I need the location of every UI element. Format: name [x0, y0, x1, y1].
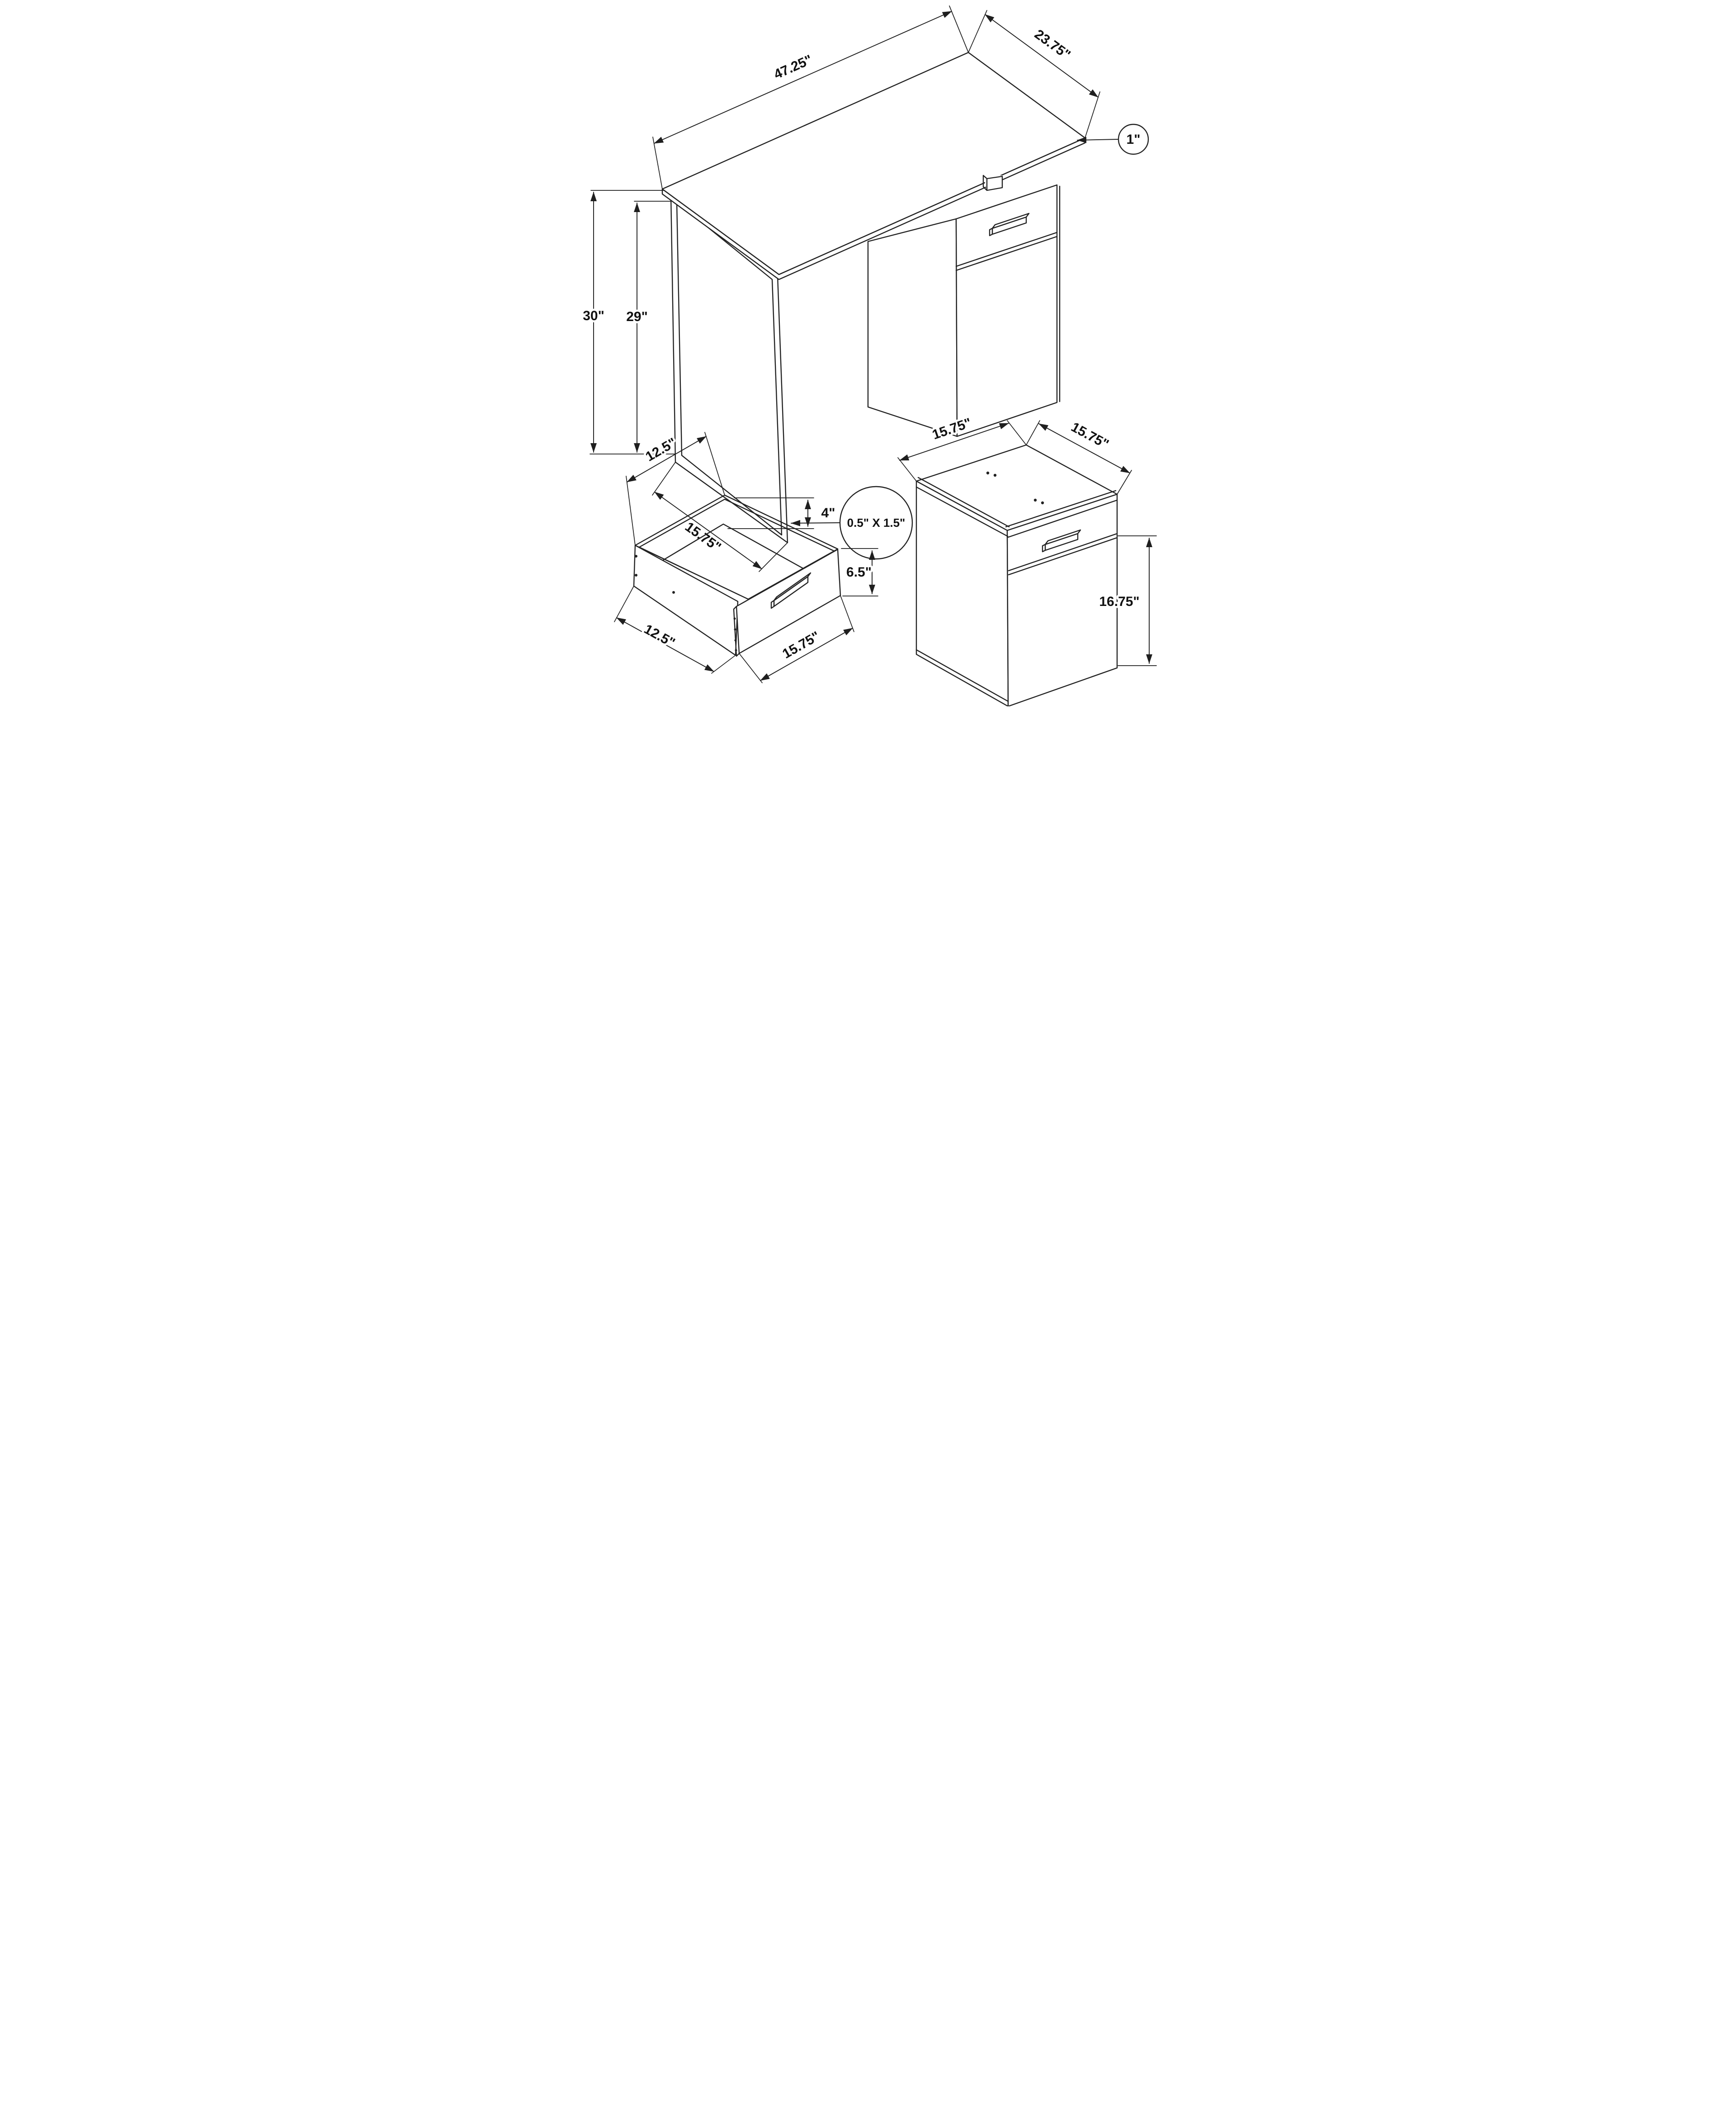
dim-label-drawer-bottom-width: 12.5"	[642, 622, 678, 651]
drawer-front-panel-edge	[733, 605, 740, 657]
cabinet-front-face-lines	[1007, 499, 1118, 576]
dim-label-drawer-front-height: 6.5"	[846, 565, 872, 580]
drawer-front-panel	[736, 549, 841, 654]
dim-label-drawer-inner-width: 12.5"	[643, 435, 679, 464]
dim-label-leg-height: 29"	[626, 309, 648, 324]
pedestal-mounting-notch	[982, 175, 1003, 191]
dim-drawer-side-height: 4"	[727, 497, 837, 529]
dim-label-top-thickness: 1"	[1127, 132, 1141, 147]
pedestal-drawer-divider	[955, 232, 1058, 271]
drawer-handle	[770, 572, 811, 609]
pedestal-front-face	[955, 184, 1058, 437]
callout-top-thickness-badge	[1118, 123, 1149, 155]
dim-label-overall-height: 30"	[583, 308, 604, 323]
desk-pedestal	[867, 184, 1061, 437]
dim-drawer-front-height: 6.5"	[841, 548, 878, 596]
dim-label-desk-top-width: 47.25"	[772, 52, 815, 82]
furniture-dimension-diagram: 47.25" 23.75" 1" 30" 29"	[579, 0, 1157, 706]
dim-drawer-inner-width: 12.5"	[626, 432, 725, 546]
callout-leg-tube-badge	[839, 486, 913, 560]
cabinet-drawer-handle	[1042, 529, 1081, 553]
drawer-floor-edges	[644, 523, 815, 575]
diagram-page: 47.25" 23.75" 1" 30" 29"	[579, 0, 1157, 706]
dim-cabinet-door-height: 16.75"	[1097, 535, 1157, 666]
pedestal-drawer-handle	[989, 213, 1030, 236]
dim-label-desk-top-depth: 23.75"	[1032, 27, 1073, 62]
cabinet-left-face-lines	[915, 486, 1009, 702]
dim-label-cabinet-top-depth: 15.75"	[1069, 420, 1111, 452]
dim-desk-leg-height: 29"	[624, 201, 672, 453]
dim-label-leg-tube: 0.5" X 1.5"	[847, 516, 906, 530]
cabinet-left-face	[915, 480, 1009, 706]
pedestal-side-panel	[867, 218, 958, 437]
dim-label-drawer-side-height: 4"	[821, 506, 835, 520]
cabinet-top-inset	[917, 477, 1117, 528]
dim-label-drawer-front-width: 15.75"	[780, 629, 822, 662]
drawer-rim-inner	[638, 498, 835, 552]
cabinet-detail-view: 15.75" 15.75" 16.75"	[897, 413, 1157, 706]
callout-top-thickness: 1"	[1077, 123, 1149, 155]
dim-desk-overall-height: 30"	[581, 190, 675, 454]
callout-leg-tube: 0.5" X 1.5"	[791, 486, 913, 560]
dim-label-cabinet-door-height: 16.75"	[1099, 594, 1139, 609]
